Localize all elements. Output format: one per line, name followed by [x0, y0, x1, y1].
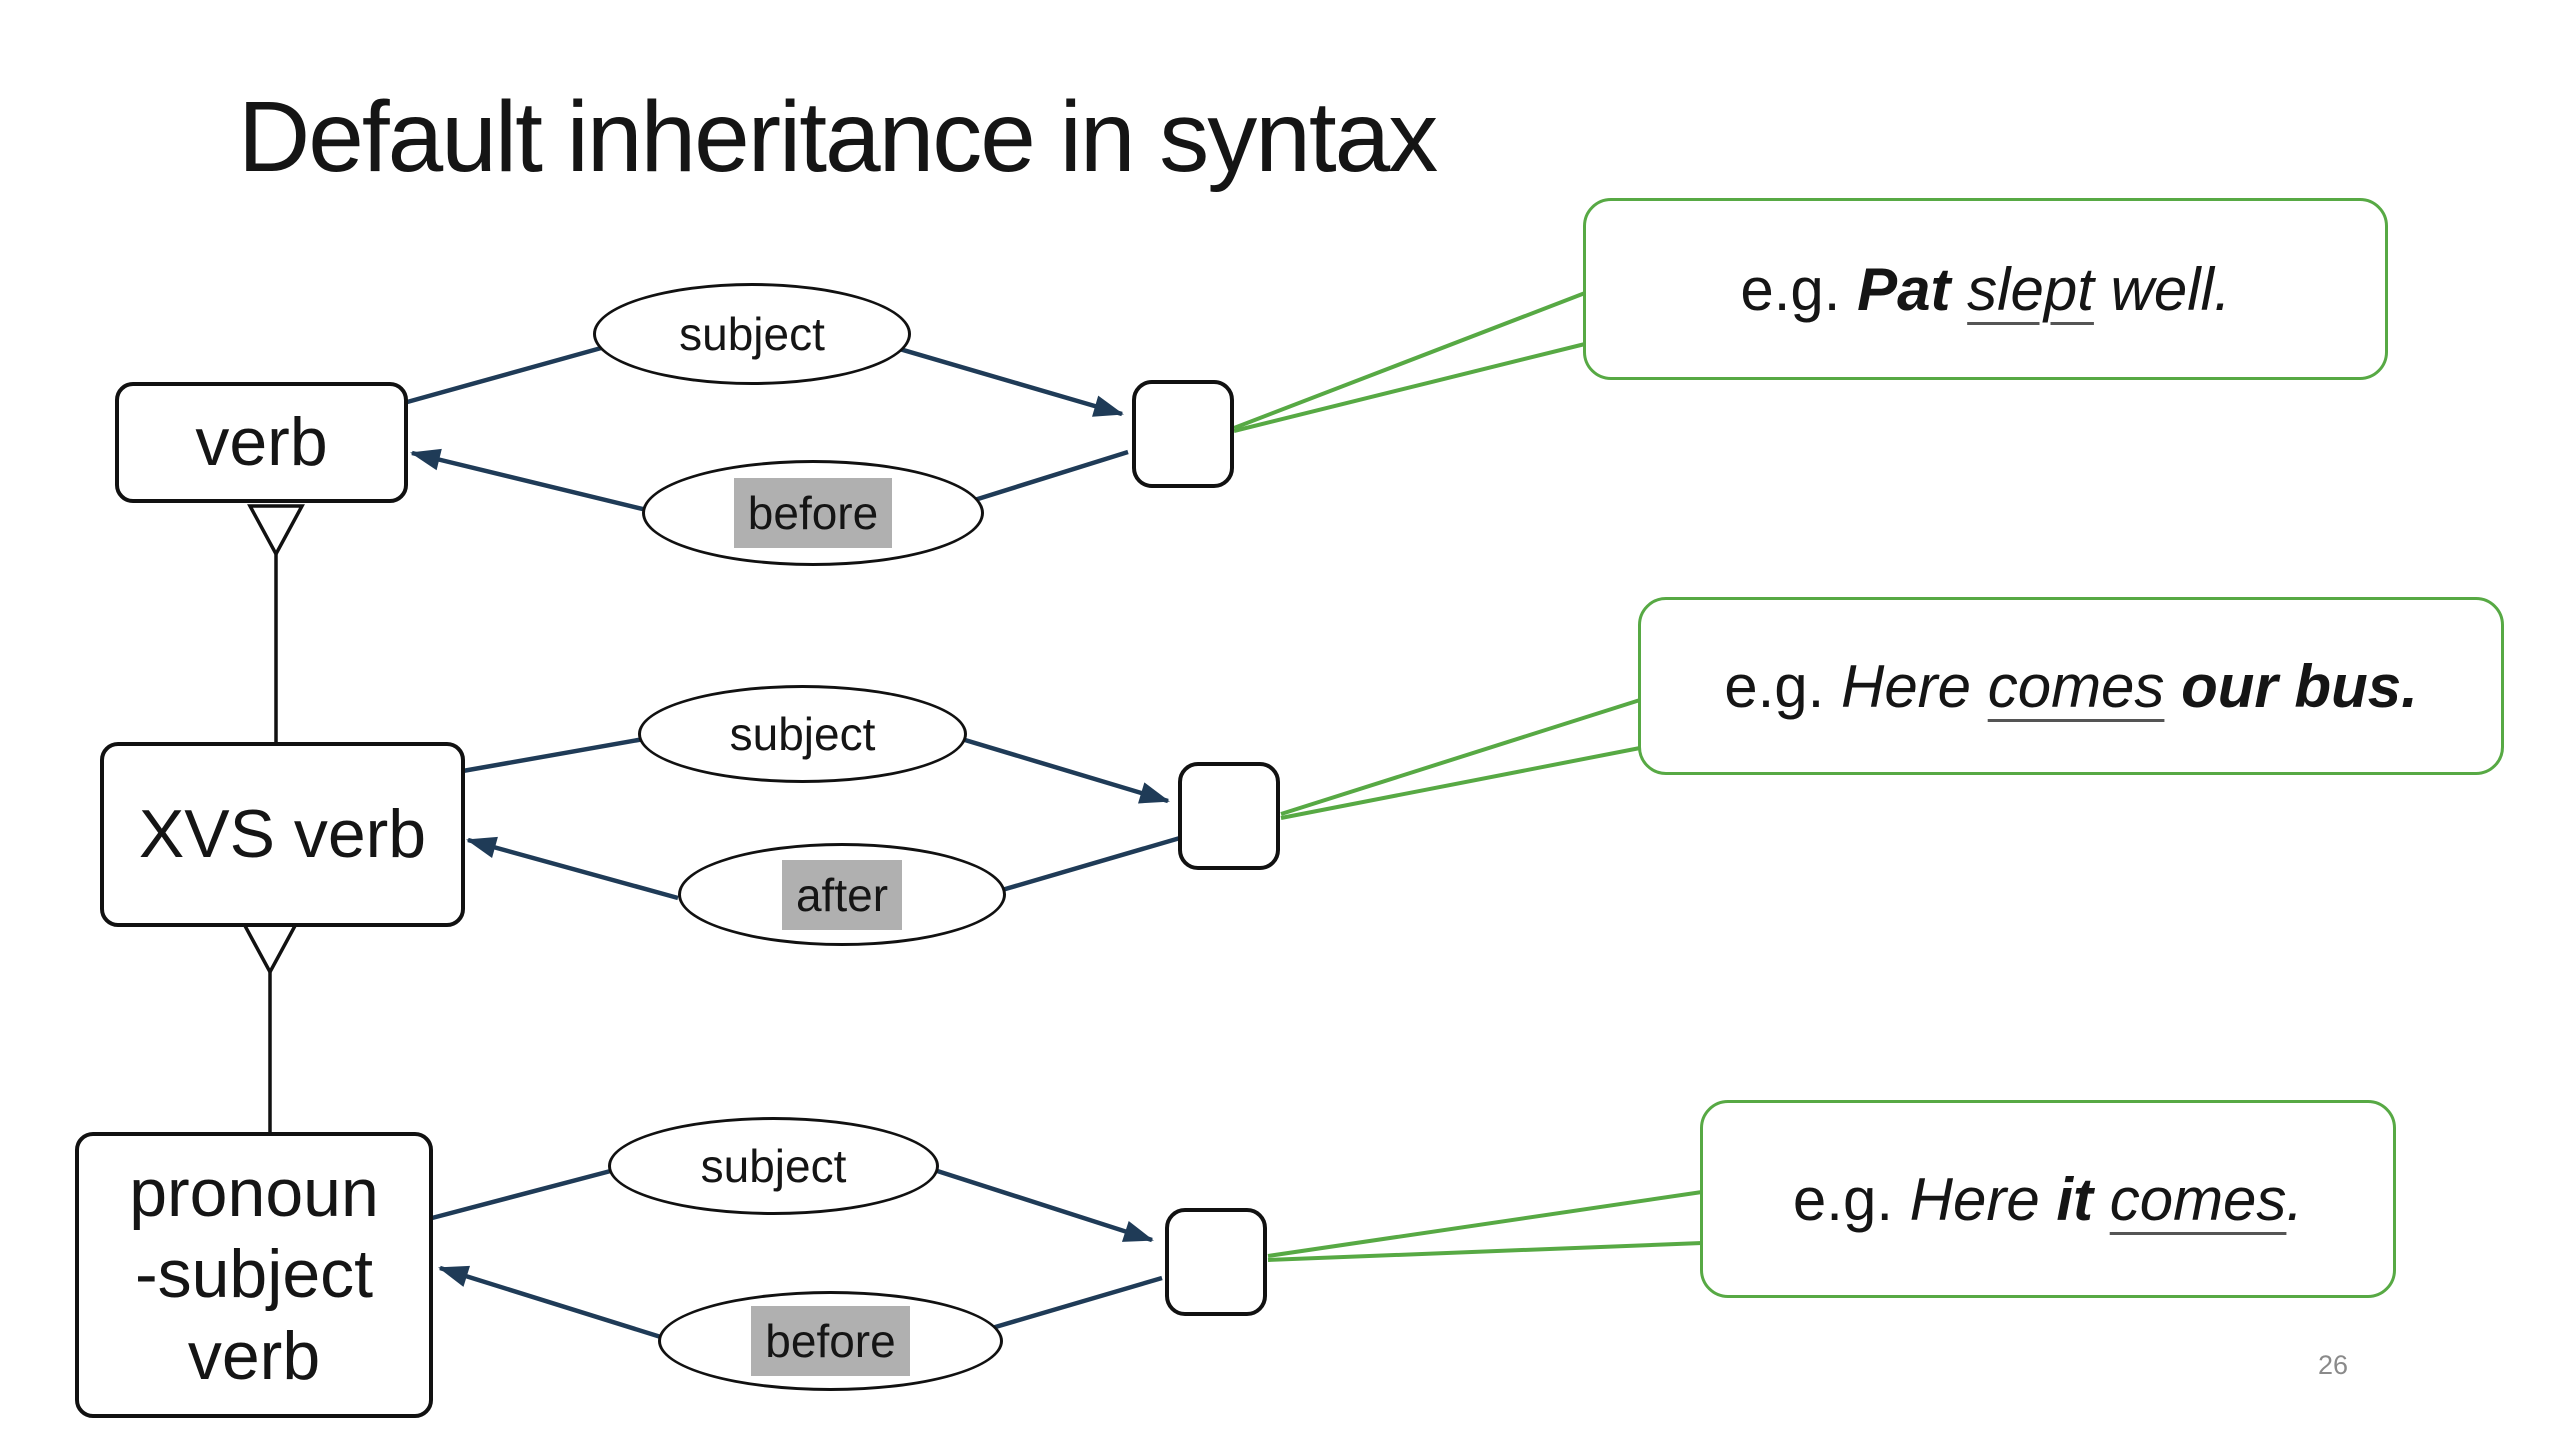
callout-pointer: [1233, 342, 1586, 433]
callout-pointer: [1280, 698, 1641, 816]
eg-text: e.g.: [1724, 652, 1841, 720]
relation-before-label: before: [751, 1306, 910, 1376]
relation-subject-label: subject: [729, 708, 876, 760]
node-label-line: -subject: [134, 1236, 374, 1313]
example-callout: e.g. Here comes our bus.: [1638, 597, 2504, 775]
relation-line: [431, 1165, 623, 1221]
example-bold-text: Pat: [1857, 255, 1968, 323]
example-underlined-text: comes: [1987, 652, 2165, 720]
inheritance-triangle-icon: [241, 922, 299, 976]
value-node-square: [1132, 380, 1234, 488]
example-callout: e.g. Here it comes.: [1700, 1100, 2396, 1298]
node-xvs-verb: XVS verb: [100, 742, 465, 927]
relation-arrow: [927, 1165, 1154, 1243]
relation-after-label: after: [781, 859, 903, 930]
example-italic-text: Here: [1909, 1165, 2057, 1233]
relation-before-label: before: [733, 478, 893, 548]
example-underlined-text: slept: [1967, 255, 2094, 323]
example-callout: e.g. Pat slept well.: [1583, 198, 2388, 380]
node-xvs-verb-label: XVS verb: [138, 795, 427, 872]
relation-before-ellipse: before: [642, 460, 984, 566]
node-verb: verb: [115, 382, 408, 503]
relation-before-ellipse: before: [658, 1291, 1003, 1391]
relation-line: [964, 449, 1129, 506]
page-number: 26: [2318, 1350, 2349, 1380]
relation-subject-ellipse: subject: [608, 1117, 939, 1215]
relation-line: [991, 1275, 1163, 1331]
slide-title: Default inheritance in syntax: [238, 81, 1438, 193]
callout-pointer: [1280, 746, 1641, 820]
relation-line: [456, 734, 656, 775]
relation-line: [399, 342, 613, 407]
relation-subject-label: subject: [700, 1140, 847, 1192]
example-italic-text: Here: [1840, 652, 1988, 720]
eg-text: e.g.: [1740, 255, 1858, 323]
relation-arrow: [466, 836, 679, 901]
example-bold-text: it: [2056, 1165, 2110, 1233]
value-node-square: [1178, 762, 1280, 870]
node-verb-label: verb: [195, 403, 328, 480]
relation-subject-label: subject: [679, 308, 825, 360]
node-label-line: verb: [187, 1317, 321, 1394]
relation-arrow: [438, 1265, 665, 1341]
relation-subject-ellipse: subject: [638, 685, 967, 783]
node-label-line: pronoun: [129, 1154, 379, 1231]
example-bold-text: our bus.: [2164, 652, 2418, 720]
example-underlined-text: comes: [2109, 1165, 2287, 1233]
callout-pointer: [1267, 1241, 1703, 1262]
relation-line: [1001, 835, 1181, 893]
example-period-text: .: [2286, 1165, 2304, 1233]
relation-after-ellipse: after: [678, 843, 1006, 946]
callout-pointer: [1233, 291, 1586, 430]
relation-subject-ellipse: subject: [593, 283, 911, 385]
relation-arrow: [954, 734, 1170, 804]
example-italic-text: well.: [2093, 255, 2231, 323]
relation-arrow: [410, 448, 656, 515]
eg-text: e.g.: [1792, 1165, 1910, 1233]
inheritance-triangle-icon: [247, 504, 305, 558]
relation-arrow: [885, 342, 1124, 417]
callout-pointer: [1267, 1190, 1703, 1258]
node-pronoun-subject-verb: pronoun -subject verb: [75, 1132, 433, 1418]
value-node-square: [1165, 1208, 1267, 1316]
